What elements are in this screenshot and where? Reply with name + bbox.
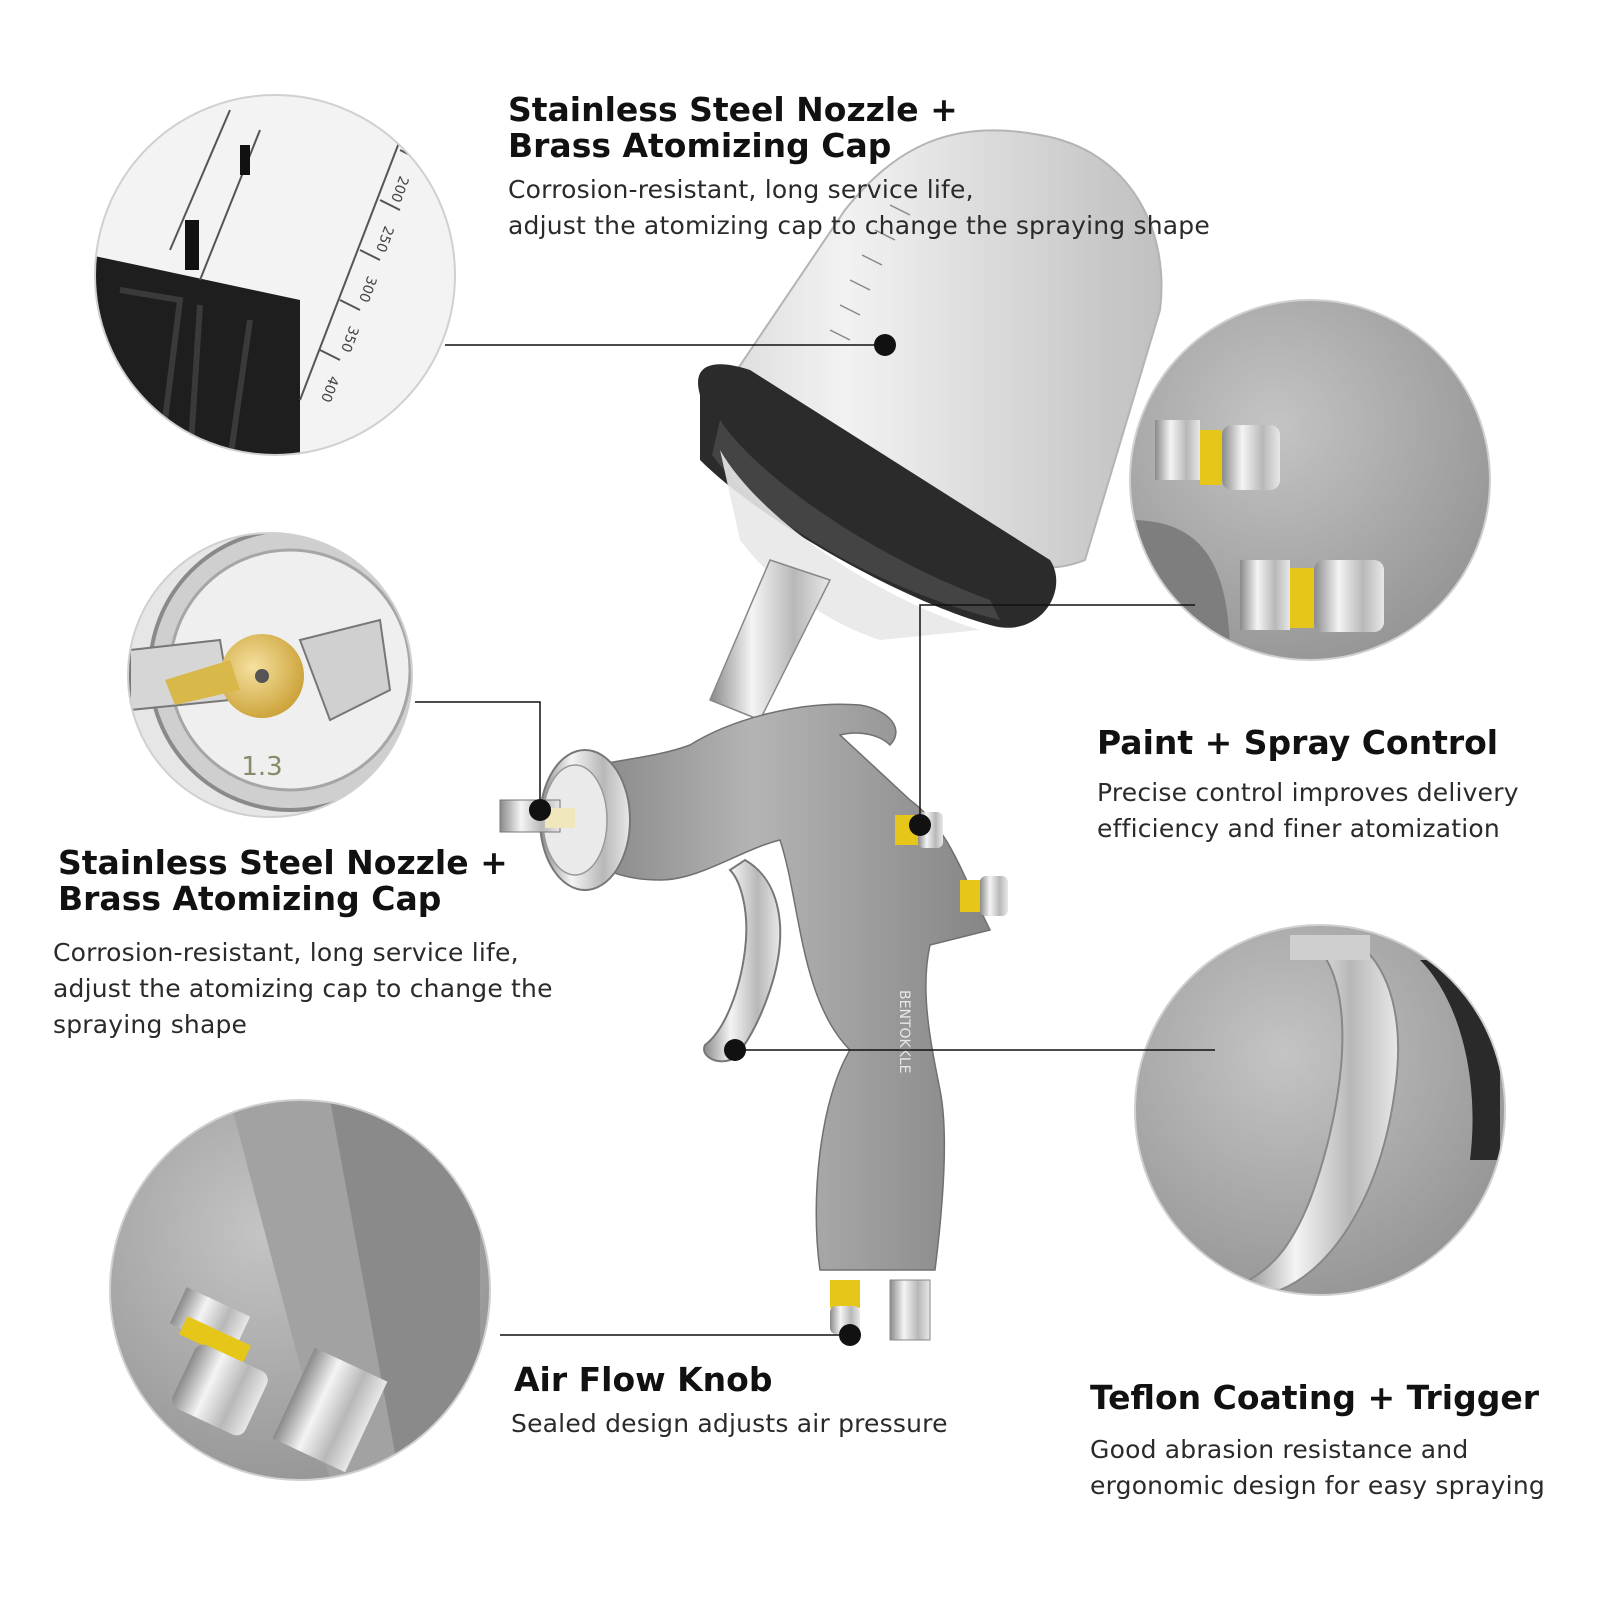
air-flow-desc-line1: Sealed design adjusts air pressure (511, 1409, 948, 1438)
trigger-heading: Teflon Coating + Trigger (1090, 1378, 1539, 1417)
callout-dot-trigger (724, 1039, 746, 1061)
paint-control-desc-line1: Precise control improves delivery (1097, 778, 1519, 807)
callout-dot-cup (874, 334, 896, 356)
callout-lines (415, 344, 1215, 1336)
trigger-description: Good abrasion resistance and ergonomic d… (1090, 1432, 1545, 1504)
callout-dot-air-flow (839, 1324, 861, 1346)
nozzle-heading-line2: Brass Atomizing Cap (58, 879, 442, 918)
detail-circle-nozzle: 1.3 (128, 533, 412, 817)
cup-desc-line1: Corrosion-resistant, long service life, (508, 175, 974, 204)
callout-dot-paint-control (909, 814, 931, 836)
cup-heading-line1: Stainless Steel Nozzle + (508, 90, 958, 129)
cup-heading-line2: Brass Atomizing Cap (508, 126, 892, 165)
air-flow-heading: Air Flow Knob (514, 1360, 773, 1399)
cup-feature-description: Corrosion-resistant, long service life, … (508, 172, 1210, 244)
trigger-desc-line2: ergonomic design for easy spraying (1090, 1471, 1545, 1500)
nozzle-size-label: 1.3 (241, 752, 282, 782)
nozzle-feature-heading: Stainless Steel Nozzle + Brass Atomizing… (58, 845, 508, 917)
paint-cup (698, 129, 1163, 640)
detail-circle-air-flow (110, 1100, 490, 1480)
cup-feature-heading: Stainless Steel Nozzle + Brass Atomizing… (508, 92, 958, 164)
nozzle-desc-line2: adjust the atomizing cap to change the (53, 974, 553, 1003)
callout-dot-nozzle (529, 799, 551, 821)
trigger-desc-line1: Good abrasion resistance and (1090, 1435, 1469, 1464)
detail-circle-knobs (1130, 300, 1490, 660)
nozzle-heading-line1: Stainless Steel Nozzle + (58, 843, 508, 882)
air-flow-description: Sealed design adjusts air pressure (511, 1406, 948, 1442)
nozzle-feature-description: Corrosion-resistant, long service life, … (53, 935, 553, 1043)
paint-control-desc-line2: efficiency and finer atomization (1097, 814, 1500, 843)
brand-label: BENTOKKLE (896, 990, 912, 1074)
callout-dots (529, 334, 931, 1346)
nozzle-desc-line3: spraying shape (53, 1010, 248, 1039)
spray-gun: BENTOKKLE (499, 129, 1163, 1341)
nozzle-desc-line1: Corrosion-resistant, long service life, (53, 938, 519, 967)
circle-outline (94, 94, 456, 456)
cup-desc-line2: adjust the atomizing cap to change the s… (508, 211, 1210, 240)
paint-control-description: Precise control improves delivery effici… (1097, 775, 1519, 847)
detail-circle-trigger (1135, 925, 1505, 1295)
detail-circle-cup-scale: 200 250 300 350 400 (95, 95, 455, 455)
paint-control-heading: Paint + Spray Control (1097, 723, 1499, 762)
